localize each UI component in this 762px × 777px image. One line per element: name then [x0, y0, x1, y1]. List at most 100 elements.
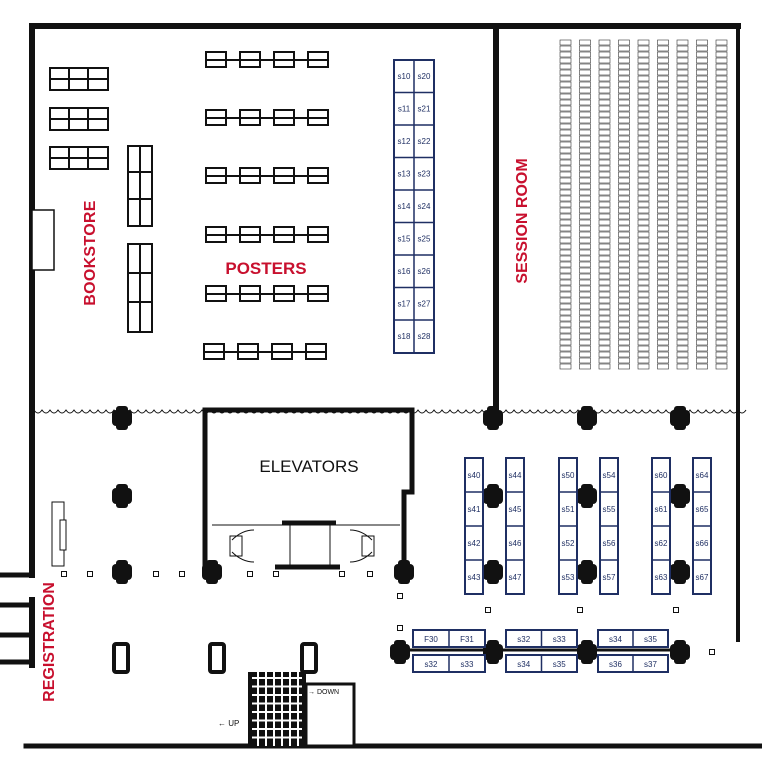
booth-label: s61: [655, 505, 668, 514]
seat: [618, 135, 630, 142]
seat: [696, 225, 708, 232]
seat: [696, 327, 708, 334]
seat: [715, 69, 728, 76]
seat: [618, 207, 630, 214]
seat: [657, 183, 669, 190]
booth-label: s28: [418, 332, 431, 341]
seat: [637, 327, 650, 334]
seat: [696, 45, 708, 52]
seat: [676, 129, 689, 136]
seat: [715, 165, 728, 172]
seat: [637, 363, 650, 370]
seat: [696, 63, 708, 70]
seat: [579, 291, 591, 298]
booth-label: s46: [509, 539, 522, 548]
seat: [579, 105, 591, 112]
seat: [618, 195, 630, 202]
seat: [715, 351, 728, 358]
booth-label: s35: [553, 660, 566, 669]
seat: [696, 39, 708, 46]
seat: [657, 363, 669, 370]
marker: [673, 607, 679, 613]
seat: [559, 273, 572, 280]
seat: [676, 255, 689, 262]
seat: [618, 87, 630, 94]
seat: [637, 243, 650, 250]
seat: [657, 141, 669, 148]
seat: [676, 363, 689, 370]
seat: [696, 201, 708, 208]
seat: [715, 315, 728, 322]
seat: [579, 195, 591, 202]
seat: [618, 243, 630, 250]
seat: [598, 255, 611, 262]
booth-label: s50: [562, 471, 575, 480]
seat: [618, 123, 630, 130]
seat: [715, 75, 728, 82]
seat: [676, 243, 689, 250]
seat: [696, 81, 708, 88]
booth-label: s25: [418, 235, 431, 244]
seat: [637, 255, 650, 262]
pillar: [581, 640, 593, 664]
floor-markers: [61, 571, 715, 655]
seat: [618, 105, 630, 112]
seat: [559, 93, 572, 100]
marker: [397, 593, 403, 599]
seat: [559, 243, 572, 250]
seat: [618, 231, 630, 238]
seat: [657, 321, 669, 328]
seat: [559, 189, 572, 196]
seat: [618, 159, 630, 166]
seat: [579, 183, 591, 190]
seat: [715, 339, 728, 346]
seat: [676, 117, 689, 124]
seat: [618, 39, 630, 46]
seat: [618, 57, 630, 64]
seat: [559, 57, 572, 64]
seat: [579, 135, 591, 142]
seat: [657, 345, 669, 352]
seat: [598, 63, 611, 70]
seat: [598, 225, 611, 232]
marker: [397, 625, 403, 631]
seat: [637, 351, 650, 358]
seat: [715, 237, 728, 244]
seat: [637, 279, 650, 286]
seat: [618, 291, 630, 298]
pillar: [674, 560, 686, 584]
seat: [696, 315, 708, 322]
seat: [715, 57, 728, 64]
seat: [715, 249, 728, 256]
pillar: [581, 560, 593, 584]
seat: [618, 213, 630, 220]
pillars: [112, 406, 690, 664]
seat: [559, 123, 572, 130]
seat: [579, 99, 591, 106]
seat: [598, 57, 611, 64]
seat: [676, 309, 689, 316]
seat: [559, 219, 572, 226]
booth-label: s33: [553, 635, 566, 644]
seat: [618, 45, 630, 52]
seat: [715, 225, 728, 232]
seat: [657, 273, 669, 280]
seat: [637, 285, 650, 292]
seat: [715, 141, 728, 148]
seat: [598, 189, 611, 196]
seat: [676, 291, 689, 298]
seat: [598, 333, 611, 340]
seat: [657, 39, 669, 46]
seat: [579, 249, 591, 256]
curtain-divider: [33, 409, 747, 414]
seat: [637, 195, 650, 202]
seat: [618, 279, 630, 286]
seat: [618, 147, 630, 154]
seat: [696, 141, 708, 148]
seat: [657, 261, 669, 268]
seat: [657, 87, 669, 94]
seat: [676, 165, 689, 172]
seat: [637, 129, 650, 136]
seat: [676, 279, 689, 286]
seat: [715, 231, 728, 238]
